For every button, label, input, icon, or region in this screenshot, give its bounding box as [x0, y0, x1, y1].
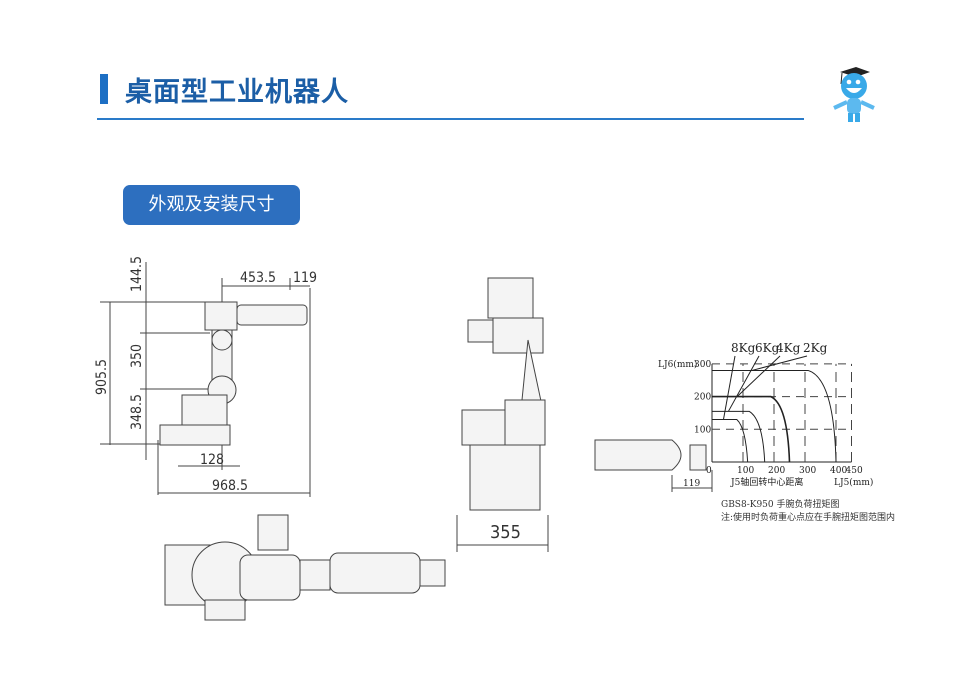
y-tick-label: 100	[694, 425, 711, 435]
x-tick-label: 0	[706, 466, 712, 476]
load-curve-6Kg	[712, 410, 766, 463]
title-divider	[97, 118, 804, 120]
leader-line	[722, 355, 736, 420]
wrist-arm-drawing	[594, 439, 713, 492]
load-curve-4Kg	[712, 395, 791, 463]
dim-label: 453.5	[240, 270, 276, 286]
dim-label: 119	[293, 270, 317, 286]
series-label: 2Kg	[803, 341, 828, 355]
section-appearance-button[interactable]: 外观及安装尺寸	[123, 185, 300, 225]
y-tick-label: 300	[694, 360, 711, 370]
front-view-drawing	[456, 277, 549, 552]
title-accent-bar	[100, 74, 108, 104]
load-curve-2Kg	[712, 369, 837, 463]
dim-label: 348.5	[129, 394, 145, 430]
y-tick-label: 200	[694, 393, 711, 403]
x-tick-label: 200	[768, 466, 785, 476]
x-axis-label: LJ5(mm)	[834, 477, 873, 488]
load-curve-8Kg	[712, 418, 749, 463]
dim-label: 905.5	[94, 359, 110, 395]
chart-note: 注:使用时负荷重心点应在手腕扭矩图范围内	[721, 513, 896, 523]
chart-title: GBS8-K950 手腕负荷扭矩图	[721, 500, 840, 510]
mascot-logo-icon	[833, 67, 875, 122]
series-label: 4Kg	[776, 341, 801, 355]
leader-line	[751, 355, 808, 371]
series-label: 6Kg	[755, 341, 780, 355]
top-view-drawing	[164, 514, 446, 621]
x-axis-label-cn: J5轴回转中心距离	[730, 476, 803, 488]
leader-line	[736, 355, 781, 397]
leader-line	[727, 355, 760, 412]
series-label: 8Kg	[731, 341, 756, 355]
side-view-drawing	[100, 262, 311, 497]
side-view-dimension-labels: 144.5 453.5 119 905.5 350 348.5 128 968.…	[94, 256, 317, 494]
x-tick-label: 400	[830, 466, 847, 476]
dim-label: 355	[490, 522, 521, 543]
page-title: 桌面型工业机器人	[125, 77, 349, 108]
dim-label: 350	[129, 344, 145, 368]
x-tick-label: 100	[737, 466, 754, 476]
x-tick-label: 450	[846, 466, 863, 476]
offset-dimension-label: 119	[683, 479, 700, 489]
y-axis-label: LJ6(mm)	[658, 359, 697, 370]
dim-label: 968.5	[212, 478, 248, 494]
x-tick-label: 300	[799, 466, 816, 476]
dim-label: 128	[200, 452, 224, 468]
dim-label: 144.5	[129, 256, 145, 292]
